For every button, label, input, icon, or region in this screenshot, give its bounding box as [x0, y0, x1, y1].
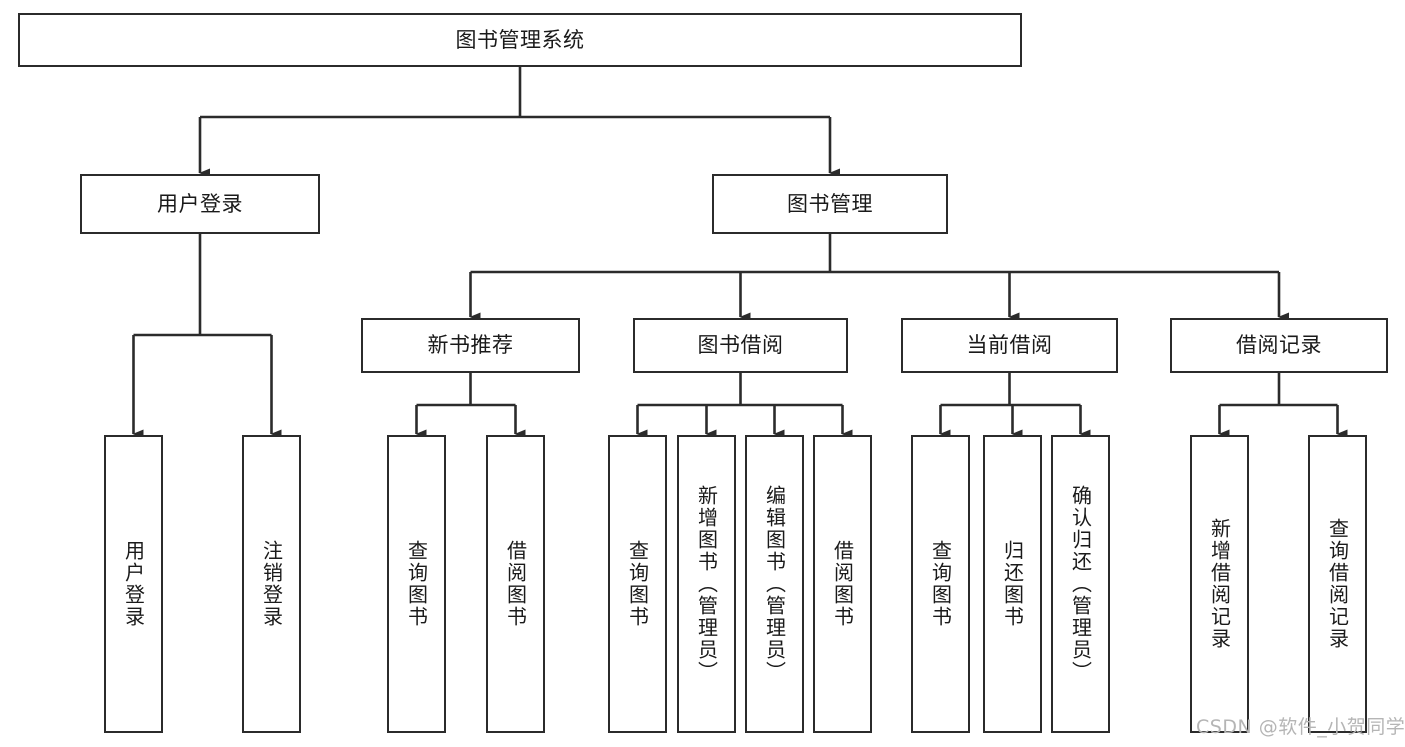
- node-leaf-new-2[interactable]: 借阅图书: [486, 435, 545, 733]
- node-leaf-borrow-4[interactable]: 借阅图书: [813, 435, 872, 733]
- node-leaf-borrow-3[interactable]: 编辑图书（管理员）: [745, 435, 804, 733]
- node-leaf-login-2[interactable]: 注销登录: [242, 435, 301, 733]
- node-label: 确认归还（管理员）: [1068, 485, 1093, 683]
- node-label: 查询图书: [625, 540, 650, 628]
- node-leaf-login-1[interactable]: 用户登录: [104, 435, 163, 733]
- node-newbook[interactable]: 新书推荐: [361, 318, 580, 373]
- node-label: 当前借阅: [966, 333, 1053, 358]
- watermark-text: CSDN @软件_小贺同学: [1196, 716, 1405, 738]
- node-label: 查询图书: [404, 540, 429, 628]
- node-label: 新增借阅记录: [1207, 518, 1232, 650]
- node-leaf-borrow-2[interactable]: 新增图书（管理员）: [677, 435, 736, 733]
- node-leaf-borrow-1[interactable]: 查询图书: [608, 435, 667, 733]
- node-leaf-cur-1[interactable]: 查询图书: [911, 435, 970, 733]
- node-label: 图书管理系统: [455, 27, 585, 52]
- node-label: 借阅图书: [830, 540, 855, 628]
- node-label: 用户登录: [121, 540, 146, 628]
- node-label: 编辑图书（管理员）: [762, 485, 787, 683]
- node-label: 用户登录: [157, 191, 243, 216]
- node-label: 归还图书: [1000, 540, 1025, 628]
- node-leaf-new-1[interactable]: 查询图书: [387, 435, 446, 733]
- node-label: 新书推荐: [427, 333, 514, 358]
- node-root[interactable]: 图书管理系统: [18, 13, 1022, 67]
- node-borrow[interactable]: 图书借阅: [633, 318, 848, 373]
- node-label: 注销登录: [259, 540, 284, 628]
- node-leaf-rec-2[interactable]: 查询借阅记录: [1308, 435, 1367, 733]
- node-label: 查询图书: [928, 540, 953, 628]
- node-label: 借阅记录: [1236, 333, 1322, 358]
- node-leaf-rec-1[interactable]: 新增借阅记录: [1190, 435, 1249, 733]
- node-label: 图书管理: [787, 191, 873, 216]
- node-login[interactable]: 用户登录: [80, 174, 320, 234]
- node-label: 图书借阅: [697, 333, 784, 358]
- node-leaf-cur-2[interactable]: 归还图书: [983, 435, 1042, 733]
- node-label: 查询借阅记录: [1325, 518, 1350, 650]
- node-label: 借阅图书: [503, 540, 528, 628]
- node-current[interactable]: 当前借阅: [901, 318, 1118, 373]
- node-records[interactable]: 借阅记录: [1170, 318, 1388, 373]
- node-bookmgmt[interactable]: 图书管理: [712, 174, 948, 234]
- node-leaf-cur-3[interactable]: 确认归还（管理员）: [1051, 435, 1110, 733]
- node-label: 新增图书（管理员）: [694, 485, 719, 683]
